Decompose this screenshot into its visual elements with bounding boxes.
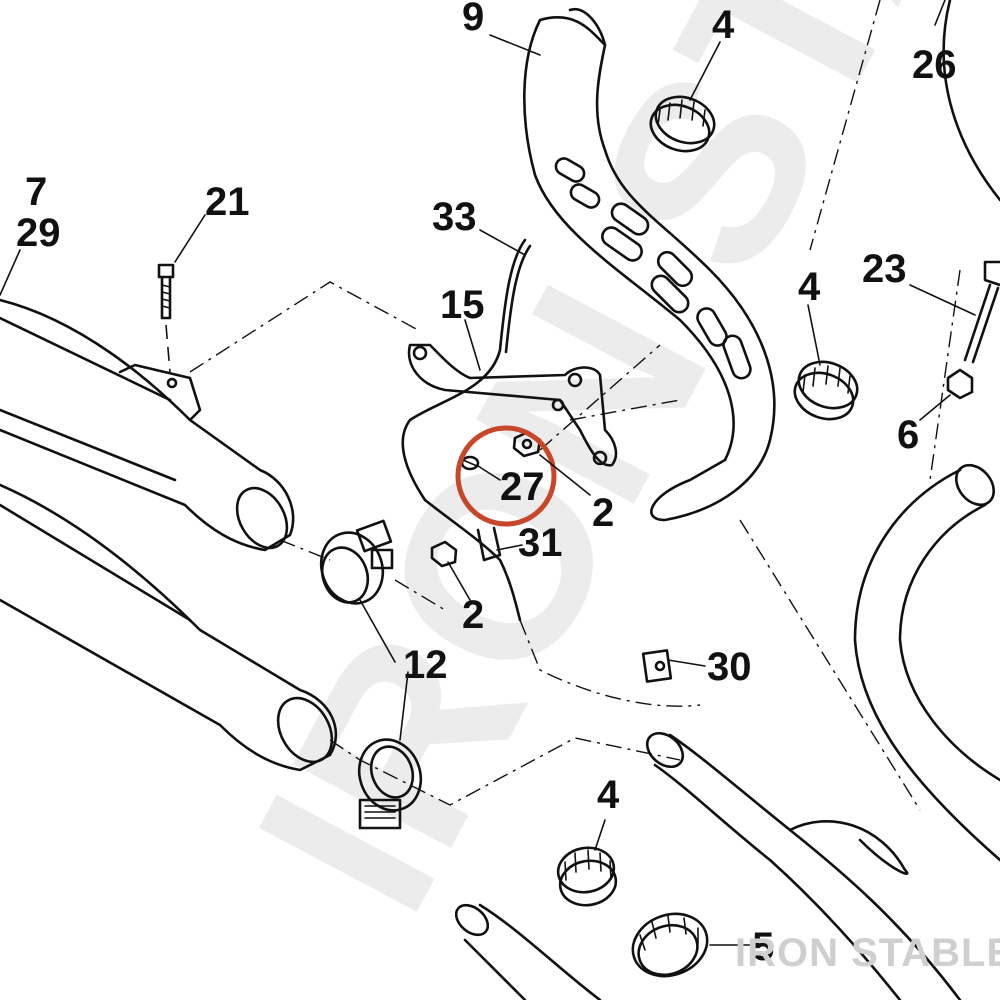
- callout-27: 27: [500, 465, 545, 509]
- assembly-line-9: [809, 0, 881, 251]
- bolt-21-axis: [165, 324, 171, 373]
- callout-31: 31: [518, 521, 563, 565]
- callout-2-upper: 2: [592, 491, 614, 535]
- assembly-line-6: [519, 619, 701, 707]
- o2-sensor-23: [946, 260, 1000, 400]
- hose-clamp-4-mid: [793, 360, 859, 421]
- bracket-30: [641, 649, 673, 683]
- clamp-12-upper: [319, 519, 394, 605]
- callout-23: 23: [862, 247, 907, 291]
- leader-lines: [0, 0, 976, 946]
- assembly-line-4: [539, 344, 661, 451]
- callout-5: 5: [752, 925, 774, 969]
- hose-clamp-4-bottom: [556, 846, 618, 907]
- clamp-12-lower: [357, 738, 423, 830]
- clip-31: [476, 526, 502, 562]
- bracket-15: [407, 343, 618, 467]
- brand-mark: IRON STABLE: [735, 931, 1000, 975]
- exhaust-pipe-bottom: [645, 731, 962, 1000]
- assembly-line-3: [329, 737, 681, 806]
- callout-9: 9: [462, 0, 484, 39]
- callout-21: 21: [205, 180, 250, 224]
- bolt-21: [157, 263, 175, 320]
- callouts: 9 4 26 7 29 21 33 15 4 23 6 27 2 31 2 12…: [16, 0, 957, 969]
- wire-33-inner: [504, 244, 532, 354]
- callout-4-mid: 4: [798, 265, 821, 309]
- upper-muffler: [0, 298, 295, 552]
- heat-shield-right: [942, 0, 1000, 202]
- callout-29: 29: [16, 211, 61, 255]
- nut-2-lower: [430, 540, 458, 568]
- callout-15: 15: [440, 283, 485, 327]
- assembly-line-7: [739, 519, 921, 811]
- assembly-line-10: [394, 579, 446, 611]
- callout-4-bottom: 4: [597, 773, 620, 817]
- lower-muffler: [0, 483, 338, 772]
- callout-6: 6: [897, 413, 919, 457]
- hose-clamp-4-top: [649, 95, 716, 153]
- callout-7: 7: [25, 170, 47, 214]
- callout-2-lower: 2: [462, 593, 484, 637]
- assembly-line-5: [569, 399, 681, 421]
- wire-33: [401, 238, 527, 622]
- highlight-circle: [455, 425, 557, 527]
- callout-26: 26: [912, 43, 957, 87]
- hose-clamp-5: [631, 912, 709, 978]
- exhaust-pipe-bottom-left: [454, 903, 602, 1000]
- callout-33: 33: [432, 195, 477, 239]
- callout-30: 30: [707, 645, 752, 689]
- callout-4-top: 4: [712, 3, 735, 47]
- assembly-line-1: [189, 281, 419, 373]
- heat-shield-9: [523, 7, 776, 522]
- callout-12: 12: [403, 643, 448, 687]
- exhaust-pipe-right: [853, 463, 1000, 862]
